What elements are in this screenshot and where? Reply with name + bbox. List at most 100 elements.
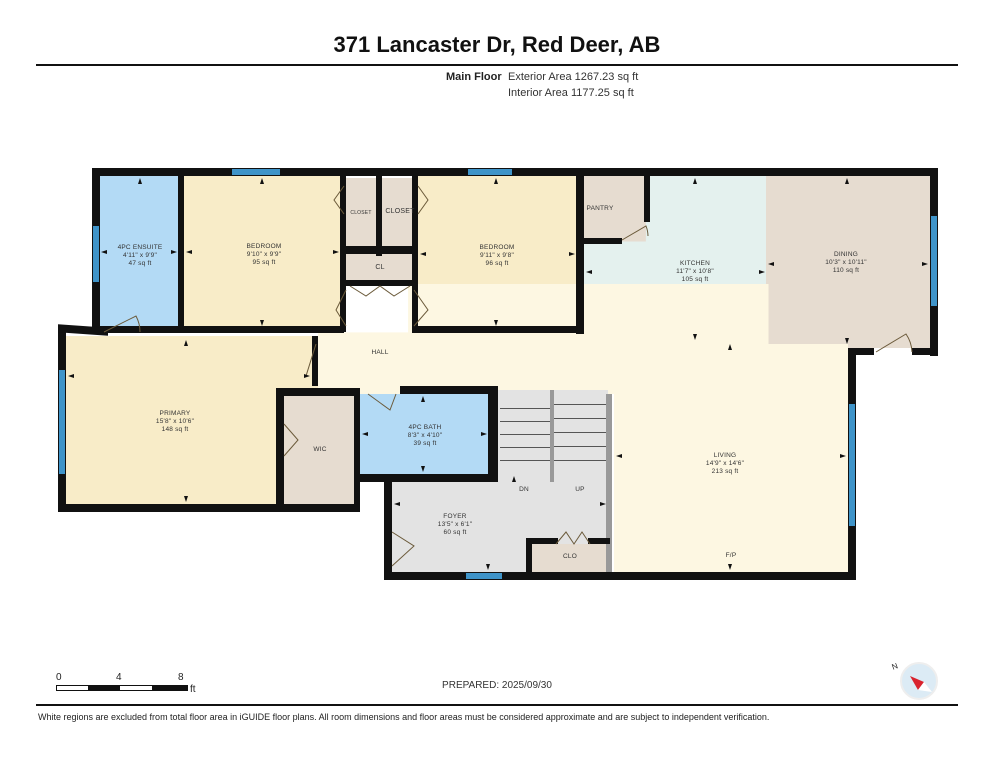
label-bedroom-1: BEDROOM 9'10" x 9'9" 95 sq ft bbox=[246, 243, 282, 266]
label-closet: CLOSET bbox=[385, 208, 415, 215]
stair-step bbox=[554, 460, 606, 461]
room-wic bbox=[284, 396, 354, 504]
wall-wic-right bbox=[354, 388, 360, 512]
dimension-arrow bbox=[569, 252, 575, 256]
exterior-area: Exterior Area 1267.23 sq ft bbox=[508, 71, 639, 83]
wall-wic-top bbox=[276, 388, 360, 396]
stair-step bbox=[554, 404, 606, 405]
floor-plan: 4PC ENSUITE 4'11" x 9'9" 47 sq ft BEDROO… bbox=[58, 168, 938, 580]
dimension-arrow bbox=[138, 178, 142, 184]
dimension-arrow bbox=[512, 476, 516, 482]
room-pantry bbox=[584, 176, 646, 242]
dimension-arrow bbox=[394, 502, 400, 506]
wall-closet-divider bbox=[376, 176, 382, 256]
dimension-arrow bbox=[421, 396, 425, 402]
dimension-arrow bbox=[184, 340, 188, 346]
dimension-arrow bbox=[768, 262, 774, 266]
page-title: 371 Lancaster Dr, Red Deer, AB bbox=[333, 32, 661, 57]
dimension-arrow bbox=[68, 374, 74, 378]
window bbox=[466, 573, 502, 579]
room-bedroom-1 bbox=[184, 176, 344, 331]
label-dining: DINING 10'3" x 10'11" 110 sq ft bbox=[825, 251, 867, 274]
label-wic: WIC bbox=[313, 446, 327, 453]
wall-bedroom1-right bbox=[340, 176, 346, 332]
stair-step bbox=[554, 418, 606, 419]
dimension-arrow bbox=[333, 250, 339, 254]
footer-divider bbox=[36, 704, 958, 706]
label-stairs-up: UP bbox=[575, 486, 585, 493]
label-fireplace: F/P bbox=[725, 552, 737, 559]
dimension-arrow bbox=[616, 454, 622, 458]
label-cl: CL bbox=[375, 264, 385, 271]
room-living bbox=[614, 344, 848, 572]
dimension-arrow bbox=[693, 334, 697, 340]
wall-cl-bottom bbox=[340, 280, 418, 286]
label-kitchen: KITCHEN 11'7" x 10'8" 105 sq ft bbox=[676, 260, 714, 283]
window bbox=[849, 404, 855, 526]
wall-clo-left bbox=[526, 538, 532, 574]
scale-tick-4: 4 bbox=[116, 672, 122, 683]
stair-step bbox=[554, 446, 606, 447]
room-dining bbox=[766, 176, 930, 348]
wall-bottom bbox=[384, 572, 856, 580]
door-swings bbox=[103, 185, 913, 567]
wall-bedroom2-left bbox=[412, 176, 418, 332]
dimension-arrow bbox=[600, 502, 606, 506]
dimension-arrow bbox=[728, 344, 732, 350]
dimension-arrow bbox=[420, 252, 426, 256]
wall-pantry-right bbox=[644, 176, 650, 222]
wall-wic-left bbox=[276, 388, 284, 504]
window bbox=[931, 216, 937, 306]
wall-foyer-left bbox=[384, 474, 392, 580]
stair-step bbox=[500, 408, 550, 409]
stair-divider bbox=[550, 390, 554, 482]
label-primary: PRIMARY 15'8" x 10'6" 148 sq ft bbox=[155, 410, 195, 433]
label-bedroom-2: BEDROOM 9'11" x 9'8" 96 sq ft bbox=[479, 244, 515, 267]
compass-icon bbox=[900, 662, 938, 700]
dimension-arrow bbox=[922, 262, 928, 266]
interior-area: Interior Area 1177.25 sq ft bbox=[508, 87, 634, 99]
room-cl bbox=[346, 254, 414, 280]
dimension-arrow bbox=[494, 320, 498, 326]
wall-dining-bottom-right bbox=[912, 348, 938, 355]
wall-bath-top bbox=[400, 386, 498, 394]
stair-step bbox=[554, 432, 606, 433]
wall-top bbox=[92, 168, 938, 176]
window bbox=[93, 226, 99, 282]
wall-dining-bottom-left bbox=[848, 348, 874, 355]
label-closet-small: CLOSET bbox=[350, 210, 372, 216]
wall-clo-top-left bbox=[532, 538, 558, 544]
wall-pantry-bottom bbox=[584, 238, 622, 244]
dimension-arrow bbox=[693, 178, 697, 184]
prepared-date: PREPARED: 2025/09/30 bbox=[442, 680, 552, 691]
dimension-arrow bbox=[486, 564, 490, 570]
wall-bath-bottom bbox=[354, 474, 498, 482]
label-pantry: PANTRY bbox=[586, 205, 614, 212]
scale-tick-8: 8 bbox=[178, 672, 184, 683]
dimension-arrow bbox=[260, 320, 264, 326]
stair-step bbox=[500, 421, 550, 422]
dimension-arrow bbox=[421, 466, 425, 472]
label-clo: CLO bbox=[563, 553, 577, 560]
label-stairs-down: DN bbox=[519, 486, 529, 493]
room-clo bbox=[532, 544, 608, 572]
dimension-arrow bbox=[171, 250, 177, 254]
scale-bar bbox=[56, 685, 188, 691]
dimension-arrow bbox=[101, 250, 107, 254]
wall-ensuite-right bbox=[178, 168, 184, 332]
window bbox=[232, 169, 280, 175]
dimension-arrow bbox=[186, 250, 192, 254]
disclaimer: White regions are excluded from total fl… bbox=[38, 712, 770, 722]
dimension-arrow bbox=[728, 564, 732, 570]
wall-clo-top-right bbox=[588, 538, 610, 544]
dimension-arrow bbox=[184, 496, 188, 502]
dimension-arrow bbox=[586, 270, 592, 274]
label-hall: HALL bbox=[371, 349, 389, 356]
wall-primary-right bbox=[312, 336, 318, 386]
stair-step bbox=[500, 460, 550, 461]
dimension-arrow bbox=[481, 432, 487, 436]
label-living: LIVING 14'9" x 14'6" 213 sq ft bbox=[705, 452, 745, 475]
dimension-arrow bbox=[362, 432, 368, 436]
wall-primary-bottom bbox=[58, 504, 360, 512]
wall-closet-bottom bbox=[340, 246, 418, 254]
